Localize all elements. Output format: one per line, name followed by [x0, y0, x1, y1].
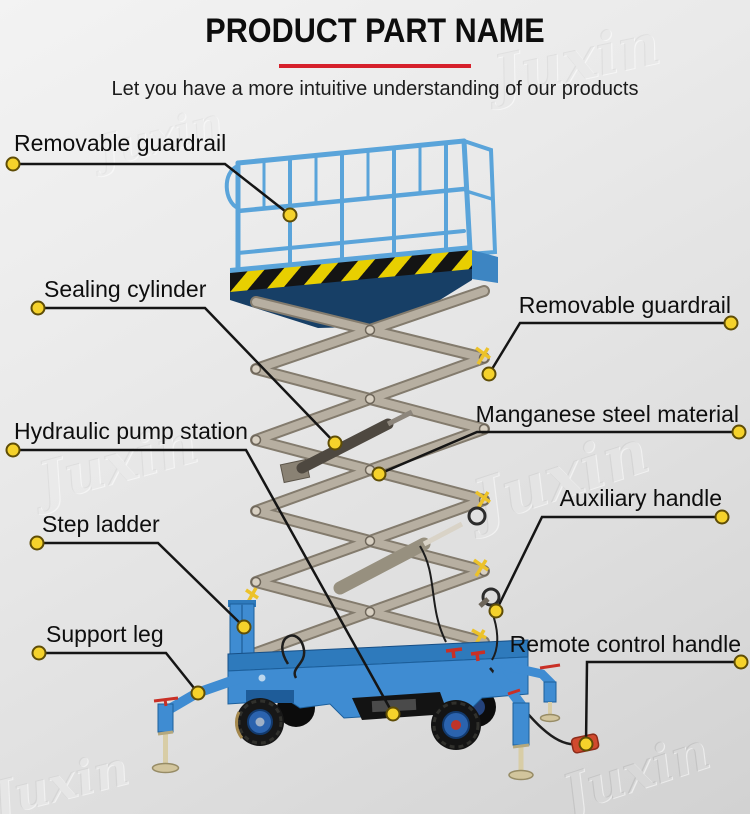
leader-step-ladder	[37, 541, 245, 628]
part-label-removable-guardrail-right: Removable guardrail	[518, 292, 731, 318]
part-label-auxiliary-handle: Auxiliary handle	[559, 485, 722, 511]
leader-manganese-steel-material	[378, 430, 739, 476]
callout-dot	[733, 654, 749, 670]
callout-dot	[714, 509, 730, 525]
part-label-removable-guardrail-left: Removable guardrail	[14, 130, 227, 156]
auxiliary-handle-part	[467, 506, 501, 608]
part-label-support-leg: Support leg	[46, 621, 164, 647]
front-wheels	[235, 698, 481, 750]
callout-dot	[30, 300, 46, 316]
callout-dot	[236, 619, 252, 635]
hydraulic-pump-station-part	[352, 692, 448, 720]
callout-dot	[31, 645, 47, 661]
hydraulic-cylinder-part	[333, 521, 464, 595]
callout-dot	[282, 207, 298, 223]
support-leg-right-near	[501, 661, 561, 723]
callout-dot	[5, 442, 21, 458]
sealing-cylinder-part	[279, 409, 414, 484]
support-leg-right-far	[493, 669, 534, 781]
leader-sealing-cylinder	[38, 306, 336, 444]
page-title: PRODUCT PART NAME	[205, 12, 545, 50]
valve-handles	[445, 647, 486, 662]
scissor-mechanism	[245, 285, 501, 659]
leader-auxiliary-handle	[494, 515, 722, 612]
callout-dot	[190, 685, 206, 701]
wheel-front-right	[431, 700, 481, 750]
part-label-manganese-steel-material: Manganese steel material	[475, 401, 739, 427]
part-label-step-ladder: Step ladder	[42, 511, 160, 537]
leader-removable-guardrail-right	[487, 321, 731, 375]
callout-dot	[371, 466, 387, 482]
leader-removable-guardrail-left	[13, 162, 291, 216]
wheel-front-left	[235, 698, 284, 746]
callout-dot	[723, 315, 739, 331]
callout-dot	[29, 535, 45, 551]
leader-support-leg	[39, 651, 199, 694]
callout-dots	[5, 156, 749, 752]
hose-clamps	[245, 346, 492, 645]
leader-remote-control-handle	[584, 660, 741, 745]
page-subtitle: Let you have a more intuitive understand…	[111, 78, 639, 100]
callout-dot	[731, 424, 747, 440]
callout-dot	[578, 736, 594, 752]
part-label-sealing-cylinder: Sealing cylinder	[44, 276, 207, 302]
part-label-hydraulic-pump-station: Hydraulic pump station	[14, 418, 248, 444]
callout-dot	[5, 156, 21, 172]
scissor-pivot-pins	[250, 324, 490, 618]
callout-dot	[481, 366, 497, 382]
callout-dot	[488, 603, 504, 619]
leader-hydraulic-pump-station	[13, 448, 395, 715]
callout-dot	[327, 435, 343, 451]
callout-dot	[385, 706, 401, 722]
part-label-remote-control-handle: Remote control handle	[509, 631, 741, 657]
title-accent-divider	[279, 64, 471, 68]
